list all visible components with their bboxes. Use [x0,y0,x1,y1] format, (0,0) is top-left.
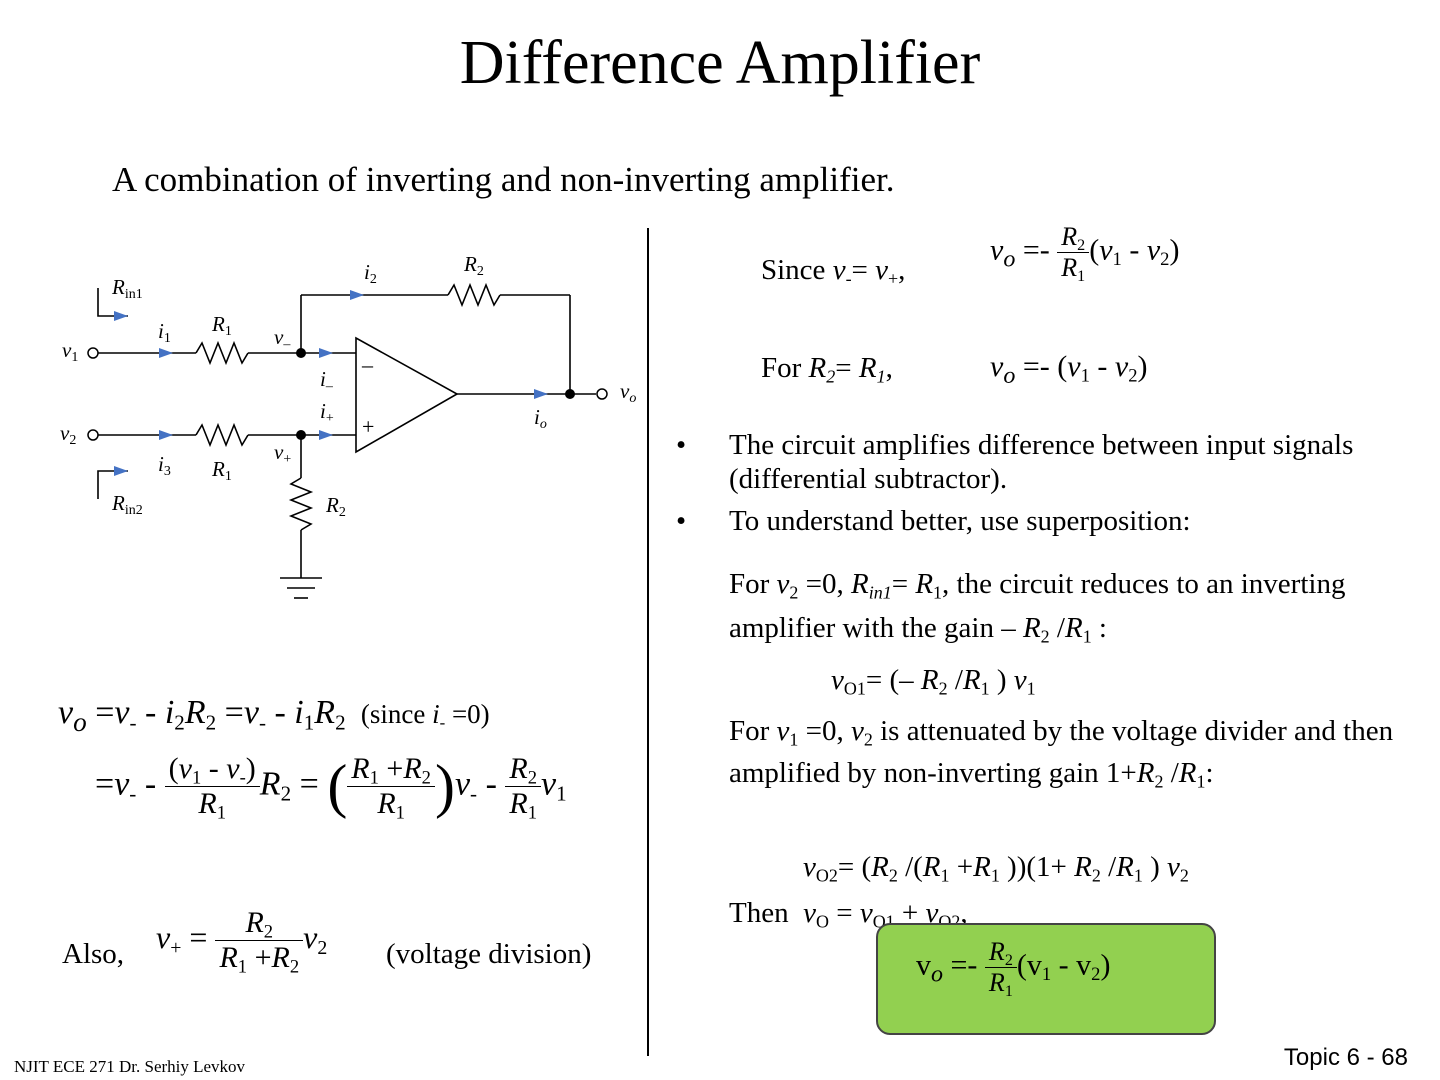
bullet-text: The circuit amplifies difference between… [729,429,1354,495]
vo1-equation: vO1= (– R2 /R1 ) v1 [831,664,1036,699]
footer-page-number: Topic 6 - 68 [1283,1044,1408,1071]
current-arrows [114,290,548,476]
bullet-text: To understand better, use superposition: [729,505,1191,537]
label-r2-top: R2 [463,252,484,279]
label-vplus: v+ [274,440,291,467]
vo-equation-equal-r: vo =- (v1 - v2) [990,350,1148,390]
label-iminus: i– [320,367,334,394]
label-i1: i1 [158,319,171,346]
label-rin2: Rin2 [111,491,143,518]
bullet-list: •The circuit amplifies difference betwee… [676,428,1416,546]
since-label: Since v-= v+, [761,254,906,289]
slide-title: Difference Amplifier [459,29,981,97]
label-r1-top: R1 [211,312,232,339]
derivation-line-1: vo =v- - i2R2 =v- - i1R2 (since i- =0) [58,694,490,738]
label-rin1: Rin1 [111,275,143,302]
label-i2: i2 [364,260,377,287]
label-iplus: i+ [320,399,334,426]
opamp-minus-sign: – [361,352,374,377]
voltage-division-label: (voltage division) [386,938,592,970]
column-divider [647,228,649,1056]
bullet-item: •The circuit amplifies difference betwee… [676,429,1354,495]
label-r2-bottom: R2 [325,493,346,520]
label-r1-bottom: R1 [211,457,232,484]
difference-amplifier-circuit: – + Rin1 Rin2 v1 v2 vo i1 i2 i3 io i– i+… [60,252,636,599]
opamp-plus-sign: + [362,414,374,439]
for-r2-eq-r1-label: For R2= R1, [761,352,893,387]
result-box [876,923,1216,1035]
label-vminus: v– [274,325,291,352]
label-io: io [534,405,547,432]
label-i3: i3 [158,452,171,479]
slide-subtitle: A combination of inverting and non-inver… [112,160,895,199]
footer-course-info: NJIT ECE 271 Dr. Serhiy Levkov [14,1057,246,1076]
vo2-equation: vO2= (R2 /(R1 +R1 ))(1+ R2 /R1 ) v2 [803,851,1189,886]
label-vo: vo [620,379,636,406]
superposition-para-1: For v2 =0, Rin1= R1, the circuit reduces… [729,568,1346,647]
superposition-para-2: For v1 =0, v2 is attenuated by the volta… [729,715,1394,792]
label-v2: v2 [60,421,76,448]
label-v1: v1 [62,338,78,365]
bullet-item: •To understand better, use superposition… [676,505,1191,537]
also-label: Also, [62,938,125,970]
